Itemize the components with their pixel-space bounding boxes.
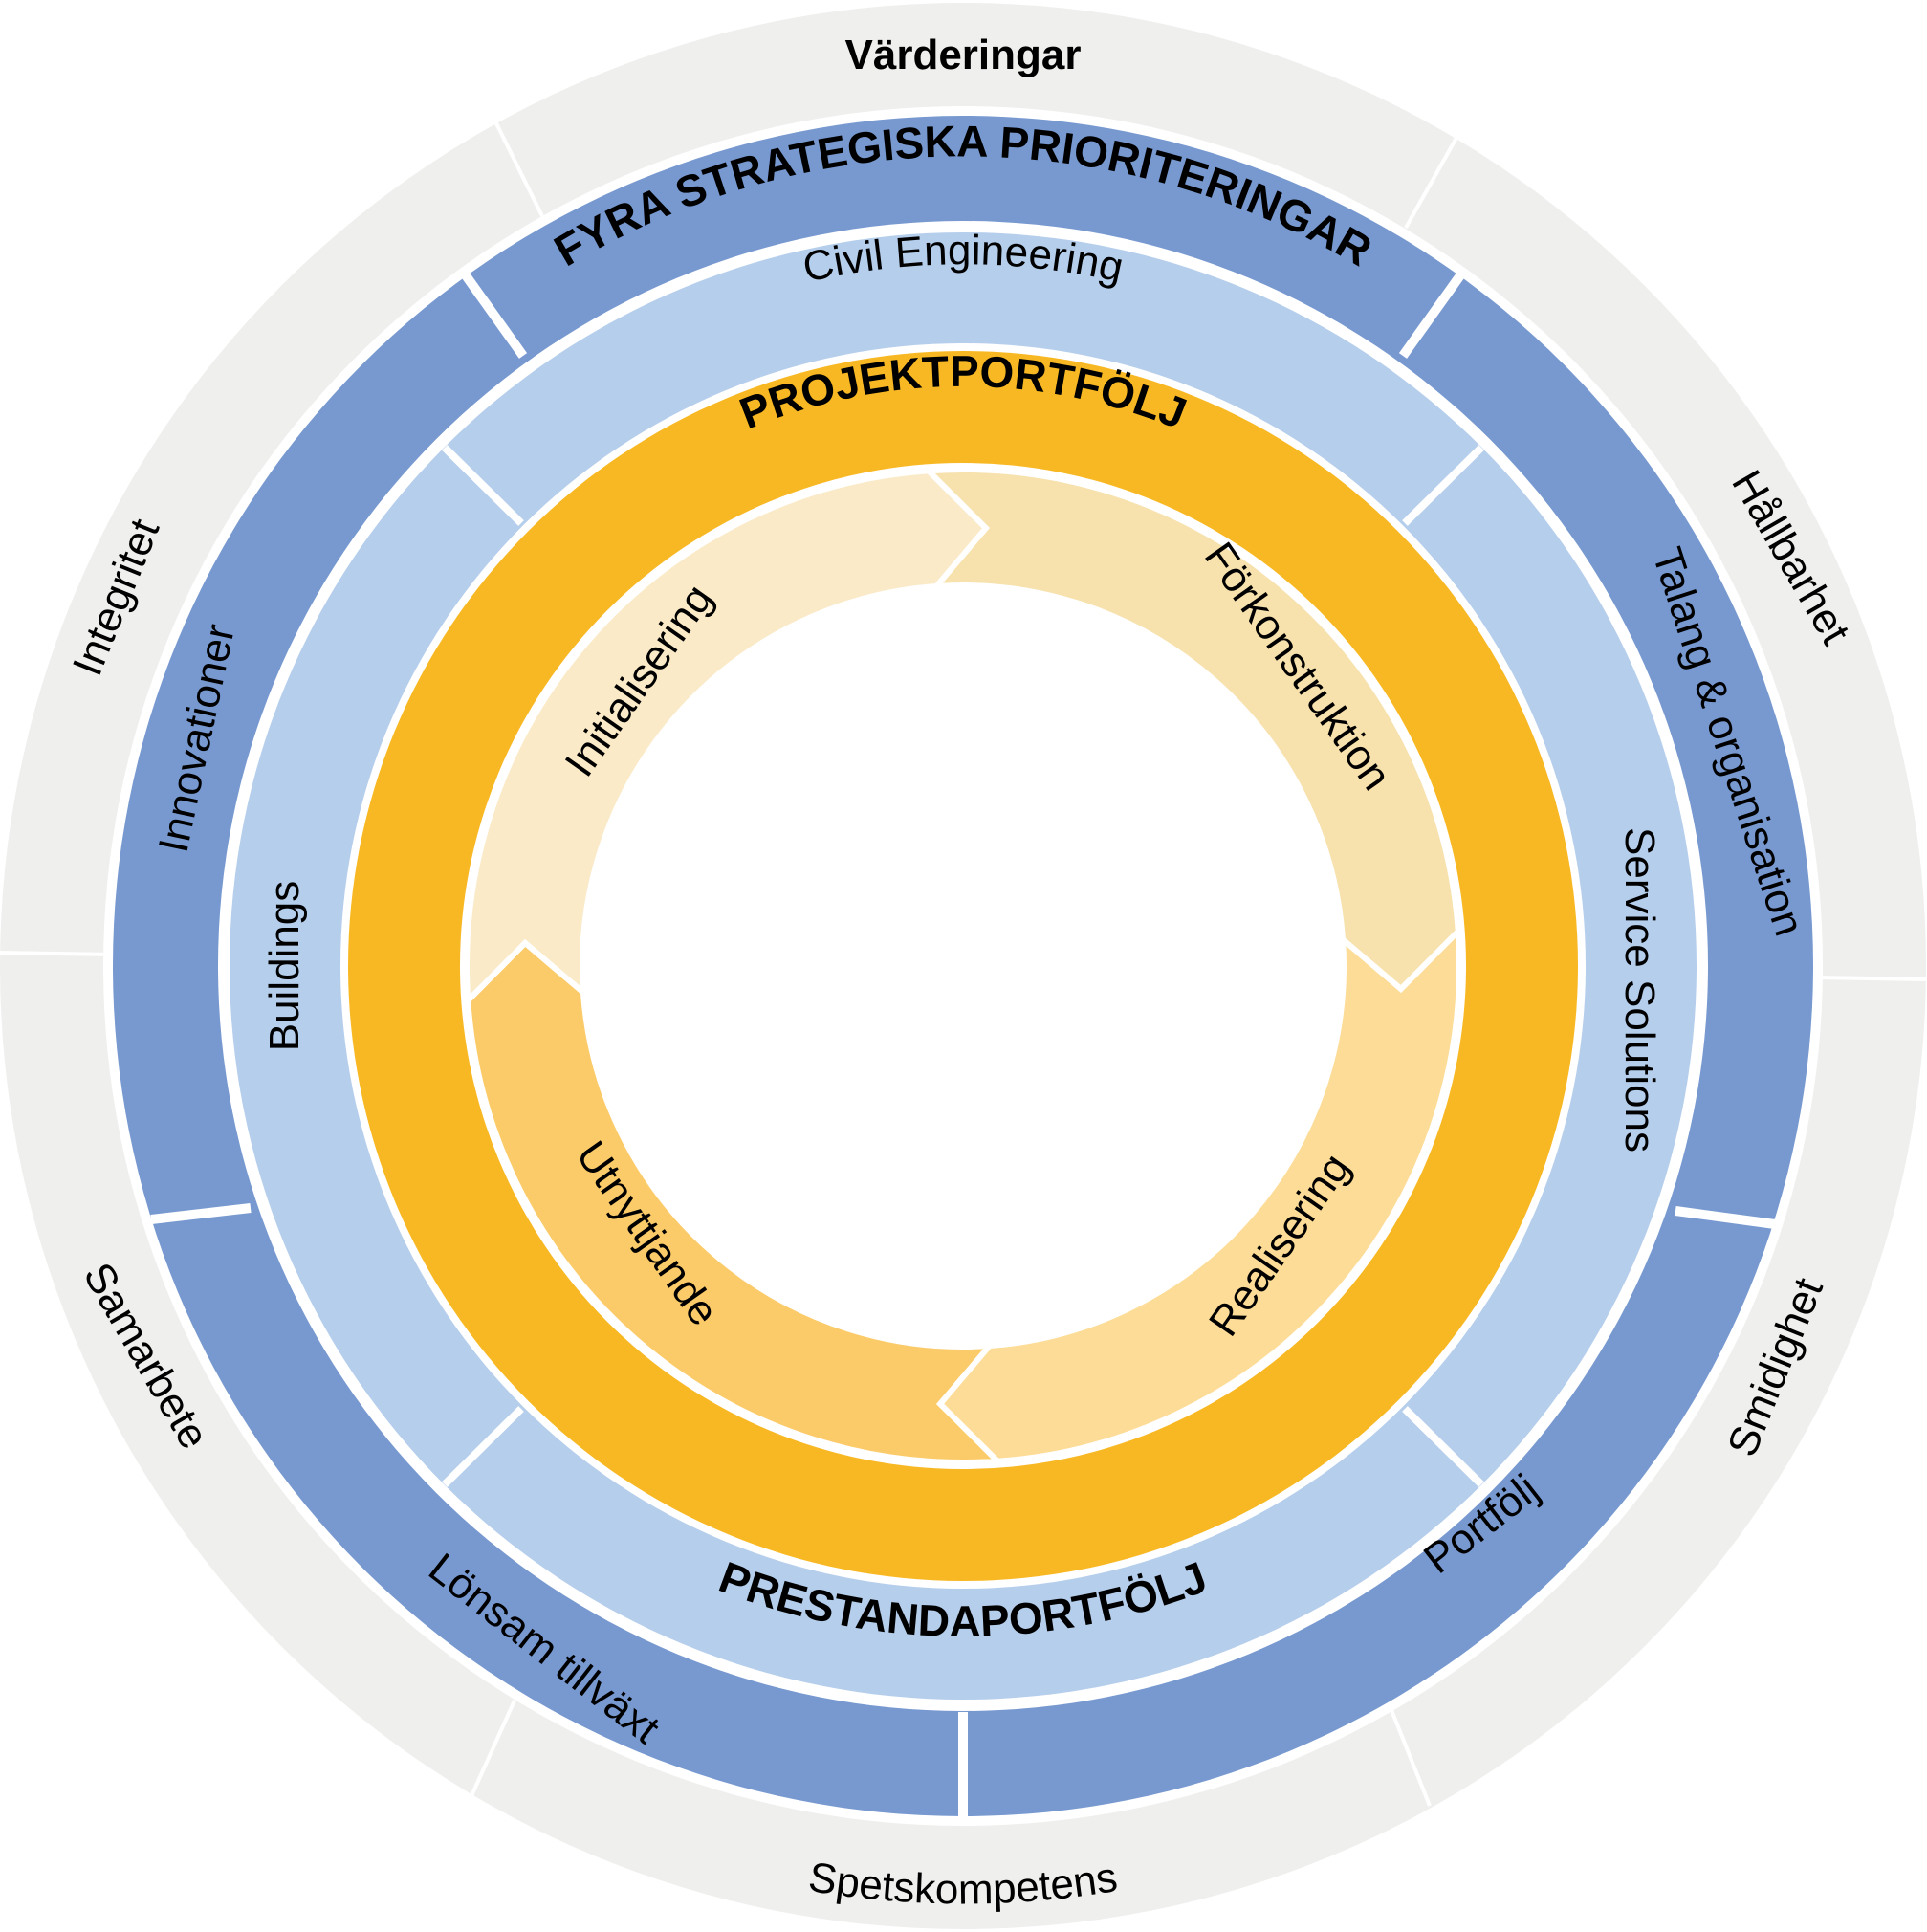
values-ring-separators	[0, 119, 1927, 1807]
separator	[0, 951, 114, 956]
business-item-service-solutions: Service Solutions	[1616, 827, 1663, 1153]
separator	[442, 1406, 524, 1487]
separator	[150, 1203, 252, 1224]
values-title: Värderingar	[845, 32, 1082, 78]
business-ring-separators	[442, 445, 1484, 1487]
separator	[1390, 1709, 1432, 1807]
separator	[1675, 1206, 1776, 1229]
separator	[1402, 445, 1484, 526]
business-item-buildings: Buildings	[261, 881, 308, 1052]
separator	[1404, 137, 1458, 229]
separator	[1398, 273, 1465, 359]
separator	[1812, 976, 1927, 981]
center-circle	[582, 585, 1344, 1347]
separator	[461, 273, 528, 359]
separator	[442, 445, 524, 526]
separator	[493, 119, 544, 217]
strategy-ring-separators	[150, 273, 1776, 1817]
separator	[1402, 1406, 1484, 1487]
separator	[469, 1700, 516, 1799]
